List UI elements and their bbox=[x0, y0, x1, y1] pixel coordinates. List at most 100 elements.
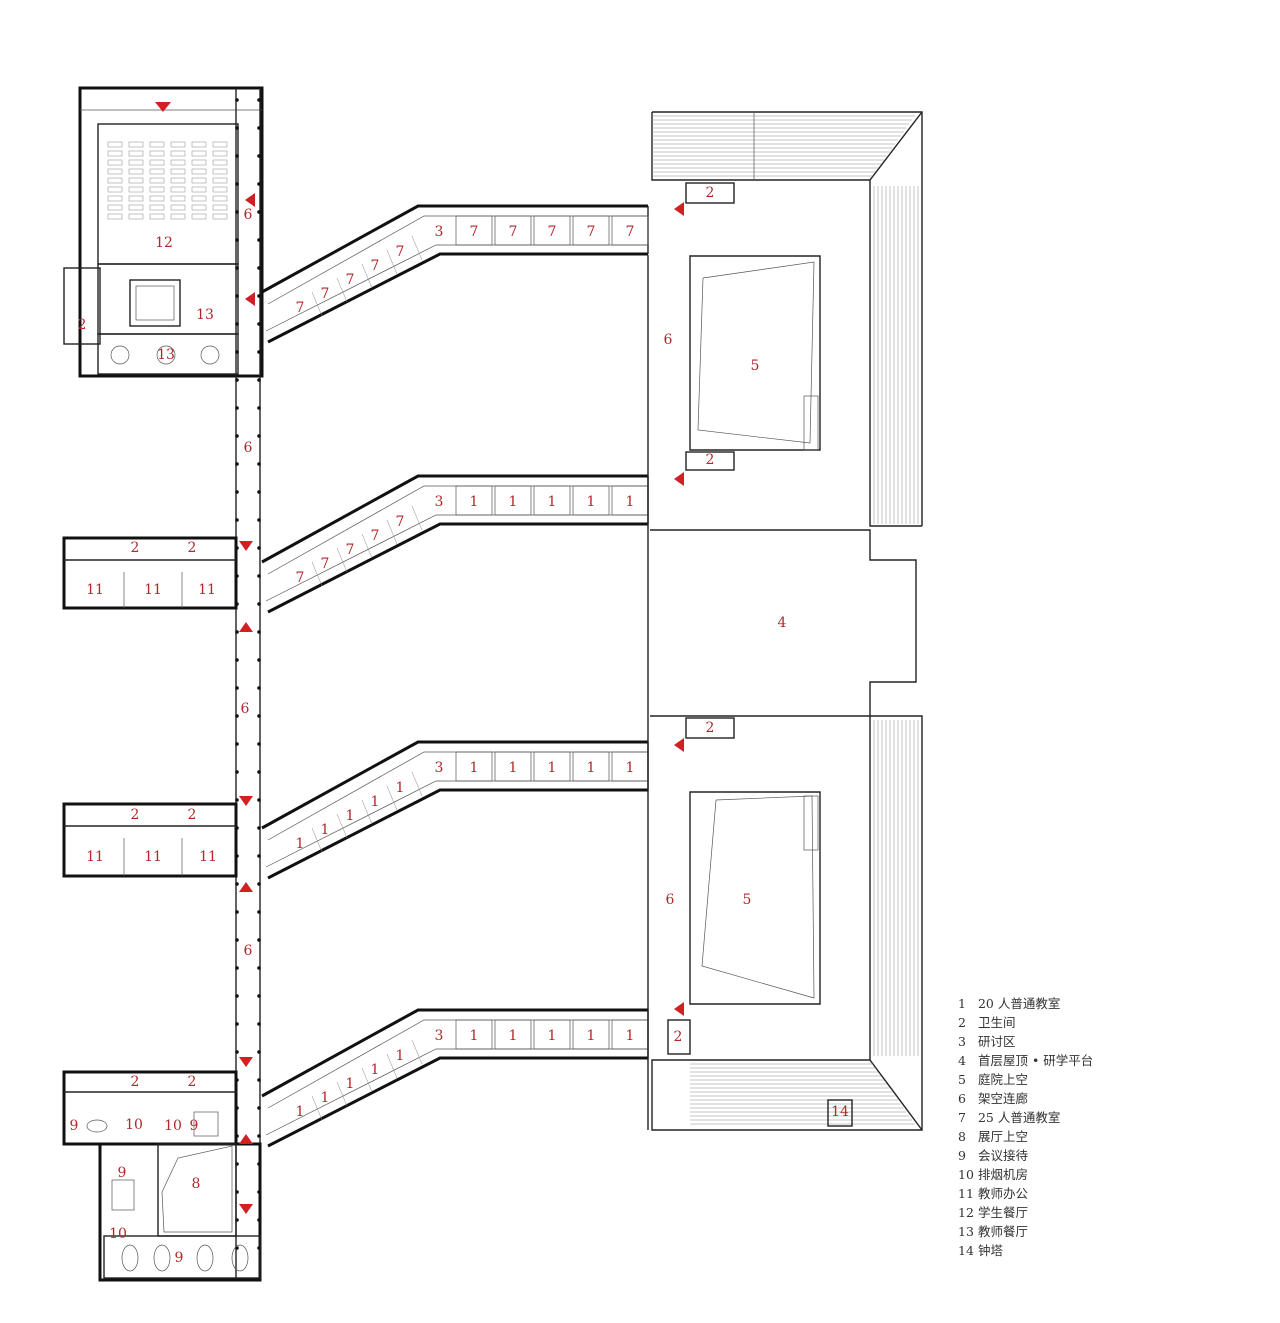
dining-table bbox=[212, 195, 228, 202]
column bbox=[257, 378, 261, 382]
label-seminar: 3 bbox=[435, 760, 444, 776]
dining-table bbox=[170, 195, 186, 202]
column bbox=[235, 798, 239, 802]
dining-table bbox=[191, 159, 207, 166]
dining-table bbox=[191, 195, 207, 202]
label-classroom: 1 bbox=[548, 760, 557, 776]
label-classroom: 7 bbox=[509, 224, 518, 240]
label-classroom: 7 bbox=[396, 244, 405, 260]
label-classroom: 7 bbox=[346, 272, 355, 288]
label-classroom: 1 bbox=[626, 494, 635, 510]
label-toilet: 2 bbox=[706, 185, 715, 201]
legend-item: 13 教师餐厅 bbox=[958, 1224, 1028, 1239]
dining-table bbox=[191, 168, 207, 175]
column bbox=[257, 210, 261, 214]
label-seminar: 3 bbox=[435, 224, 444, 240]
label-office: 11 bbox=[86, 849, 104, 865]
dining-table bbox=[149, 159, 165, 166]
dining-table bbox=[212, 150, 228, 157]
column bbox=[257, 938, 261, 942]
column bbox=[257, 154, 261, 158]
label-classroom: 1 bbox=[346, 808, 355, 824]
arrow-up-marker bbox=[239, 1134, 253, 1144]
label-classroom: 1 bbox=[626, 1028, 635, 1044]
arrow-down-marker bbox=[239, 1204, 253, 1214]
label-meeting: 9 bbox=[190, 1118, 199, 1134]
column bbox=[257, 406, 261, 410]
column bbox=[235, 126, 239, 130]
label-courtyard-void: 5 bbox=[743, 892, 752, 908]
dining-table bbox=[212, 177, 228, 184]
label-teacher-dining: 13 bbox=[196, 307, 214, 323]
label-classroom: 1 bbox=[470, 1028, 479, 1044]
column bbox=[257, 882, 261, 886]
office-block-2: 2 2 11 11 11 bbox=[62, 802, 238, 878]
column bbox=[235, 1050, 239, 1054]
column bbox=[257, 826, 261, 830]
dining-table bbox=[191, 141, 207, 148]
stepped-stands: 14 bbox=[651, 111, 923, 1131]
label-classroom: 1 bbox=[587, 494, 596, 510]
arrow-left-marker bbox=[674, 202, 684, 216]
arrow-down-marker bbox=[239, 541, 253, 551]
column bbox=[257, 1134, 261, 1138]
column bbox=[235, 434, 239, 438]
dining-table bbox=[149, 195, 165, 202]
legend-item: 3 研讨区 bbox=[958, 1034, 1016, 1049]
arrow-down-marker bbox=[239, 1057, 253, 1067]
legend-item: 9 会议接待 bbox=[958, 1148, 1028, 1163]
label-classroom: 7 bbox=[396, 514, 405, 530]
legend-item: 14 钟塔 bbox=[958, 1243, 1003, 1258]
column bbox=[235, 630, 239, 634]
label-smoke-room: 10 bbox=[164, 1118, 182, 1134]
courtyard-voids: 5 5 bbox=[689, 255, 821, 1005]
dining-table bbox=[170, 177, 186, 184]
column bbox=[235, 882, 239, 886]
column bbox=[235, 294, 239, 298]
dining-table bbox=[149, 186, 165, 193]
dining-table bbox=[191, 186, 207, 193]
dining-table bbox=[149, 213, 165, 220]
label-exhibition-void: 8 bbox=[192, 1176, 201, 1192]
dining-table bbox=[107, 159, 123, 166]
column bbox=[235, 182, 239, 186]
roof-platform: 4 bbox=[650, 529, 917, 717]
column bbox=[257, 910, 261, 914]
label-toilet: 2 bbox=[188, 807, 197, 823]
label-smoke-room: 10 bbox=[125, 1117, 143, 1133]
dining-table bbox=[170, 159, 186, 166]
column bbox=[235, 406, 239, 410]
label-classroom: 1 bbox=[321, 822, 330, 838]
label-classroom: 7 bbox=[296, 300, 305, 316]
column bbox=[235, 742, 239, 746]
label-office: 11 bbox=[144, 582, 162, 598]
column bbox=[257, 1022, 261, 1026]
dining-table bbox=[212, 186, 228, 193]
label-classroom: 1 bbox=[296, 1104, 305, 1120]
column bbox=[235, 378, 239, 382]
label-classroom: 1 bbox=[321, 1090, 330, 1106]
dining-table bbox=[107, 195, 123, 202]
dining-table bbox=[128, 213, 144, 220]
dining-table bbox=[107, 141, 123, 148]
label-toilet: 2 bbox=[706, 452, 715, 468]
dining-table bbox=[191, 204, 207, 211]
column bbox=[257, 798, 261, 802]
column bbox=[235, 462, 239, 466]
column bbox=[235, 238, 239, 242]
dining-table bbox=[107, 204, 123, 211]
dining-table bbox=[128, 204, 144, 211]
legend-item: 11 教师办公 bbox=[958, 1186, 1028, 1201]
dining-table bbox=[128, 141, 144, 148]
label-dining-hall: 12 bbox=[155, 235, 173, 251]
label-smoke-room: 10 bbox=[109, 1226, 127, 1242]
label-classroom: 7 bbox=[296, 570, 305, 586]
label-classroom: 1 bbox=[509, 494, 518, 510]
label-classroom: 7 bbox=[626, 224, 635, 240]
dining-table bbox=[128, 159, 144, 166]
meeting-block: 2 2 9 10 10 9 9 8 10 9 bbox=[62, 1070, 262, 1282]
column bbox=[235, 910, 239, 914]
dining-table bbox=[107, 150, 123, 157]
column bbox=[257, 518, 261, 522]
